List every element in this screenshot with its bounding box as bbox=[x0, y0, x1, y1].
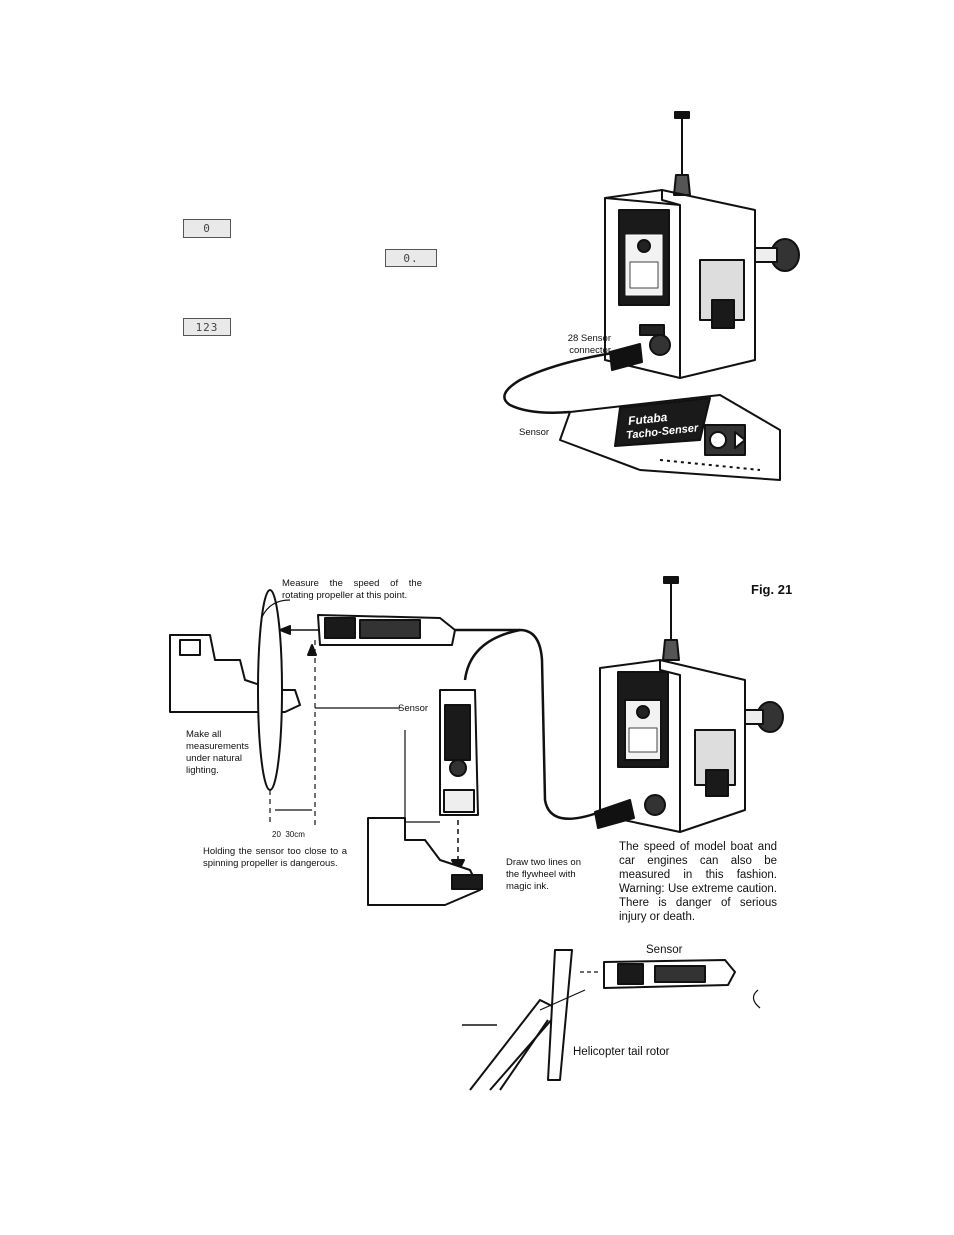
top-sensor-label: Sensor bbox=[519, 427, 550, 438]
lcd-display-decimal: 0. bbox=[385, 249, 437, 267]
sensor-connector-label: 28 Sensor connector bbox=[567, 333, 611, 356]
distance-label: 20 30cm bbox=[272, 830, 305, 839]
tacho-sensor-top bbox=[559, 394, 781, 481]
helicopter-tail-rotor bbox=[462, 949, 586, 1091]
flywheel-engine bbox=[367, 817, 483, 906]
warning-note: The speed of model boat and car engines … bbox=[619, 841, 777, 923]
fig21-sensor-label: Sensor bbox=[398, 703, 429, 714]
tacho-sensor-heli bbox=[603, 959, 736, 989]
measure-speed-note: Measure the speed of the rotating propel… bbox=[282, 578, 422, 601]
lcd-display-zero: 0 bbox=[183, 219, 231, 238]
tachometer-unit-top bbox=[604, 111, 800, 379]
heli-rotor-caption: Helicopter tail rotor bbox=[573, 1046, 670, 1058]
danger-note: Holding the sensor too close to a spinni… bbox=[203, 846, 347, 869]
propeller-engine bbox=[169, 589, 301, 791]
tacho-sensor-vertical bbox=[439, 689, 479, 816]
flywheel-note: Draw two lines on the flywheel with magi… bbox=[506, 857, 581, 892]
tachometer-unit-fig21 bbox=[594, 576, 784, 833]
tacho-sensor-horizontal bbox=[317, 614, 456, 646]
heli-sensor-label: Sensor bbox=[646, 944, 683, 956]
lcd-display-123: 123 bbox=[183, 318, 231, 336]
figure-label: Fig. 21 bbox=[751, 582, 793, 597]
natural-lighting-note: Make all measurements under natural ligh… bbox=[186, 729, 249, 776]
